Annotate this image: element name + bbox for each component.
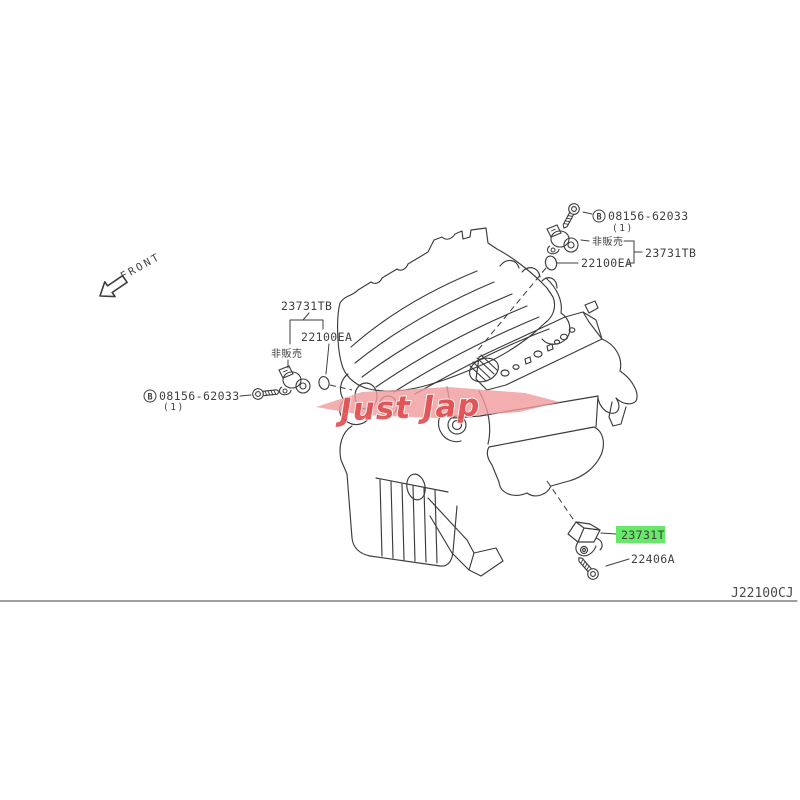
b-prefix-label: B: [596, 213, 601, 223]
engine-line-art: [337, 227, 638, 577]
callout-bottom-right: 23731T 22406A: [567, 521, 675, 583]
bracket-line: [289, 312, 324, 345]
part-number-bolt-left: 08156-62033: [159, 389, 240, 403]
callout-top-right: B 08156-62033 (1) 非販売 22100EA 23731TB: [544, 201, 696, 271]
part-number-bolt-top-right: 08156-62033: [608, 209, 689, 223]
leader-line: [239, 394, 252, 397]
watermark-text: Just Jap: [334, 388, 481, 429]
leader-line: [600, 532, 617, 535]
camshaft-sensor-art-left: [278, 365, 311, 396]
camshaft-sensor-art-top-right: [546, 224, 579, 255]
b-prefix-circle: [592, 209, 606, 223]
dashed-locator-crank-sensor: [546, 480, 574, 520]
dashed-locator-left-sensor: [329, 384, 353, 391]
leader-line: [582, 211, 593, 215]
front-arrow-icon: [99, 274, 128, 298]
part-number-crank-sensor: 23731T: [621, 528, 665, 542]
oring-art-left: [318, 375, 330, 391]
diagram-code: J22100CJ: [731, 586, 794, 601]
part-number-group-left: 23731TB: [281, 299, 332, 313]
highlight-23731t: [616, 526, 665, 543]
part-number-bolt-bottom-right: 22406A: [631, 552, 675, 566]
qty-bolt-left: (1): [163, 402, 185, 413]
qty-bolt-top-right: (1): [612, 223, 634, 234]
watermark: Just Jap: [316, 387, 560, 430]
leader-line: [325, 343, 330, 375]
leader-line: [580, 239, 590, 242]
bolt-art-left: [251, 385, 281, 401]
not-sold-label-top-right: 非販売: [592, 235, 624, 248]
b-prefix-label: B: [147, 393, 152, 403]
watermark-band: [316, 387, 560, 418]
dashed-locator-top-sensor: [477, 267, 547, 351]
not-sold-label-left: 非販売: [271, 347, 303, 360]
bolt-art-top-right: [558, 201, 582, 232]
callout-left: 23731TB 22100EA 非販売 B 08156-62033 (1): [143, 299, 352, 413]
bolt-art-bottom-right: [574, 553, 602, 583]
b-prefix-circle: [143, 389, 157, 403]
part-number-group-top-right: 23731TB: [645, 246, 696, 260]
part-number-oring-left: 22100EA: [301, 330, 352, 344]
leader-line: [605, 558, 630, 567]
crank-sensor-art: [567, 521, 603, 557]
oring-art-top-right: [544, 255, 558, 271]
part-number-oring-top-right: 22100EA: [581, 256, 632, 270]
front-indicator: FRONT: [99, 251, 163, 298]
front-label: FRONT: [119, 251, 163, 283]
